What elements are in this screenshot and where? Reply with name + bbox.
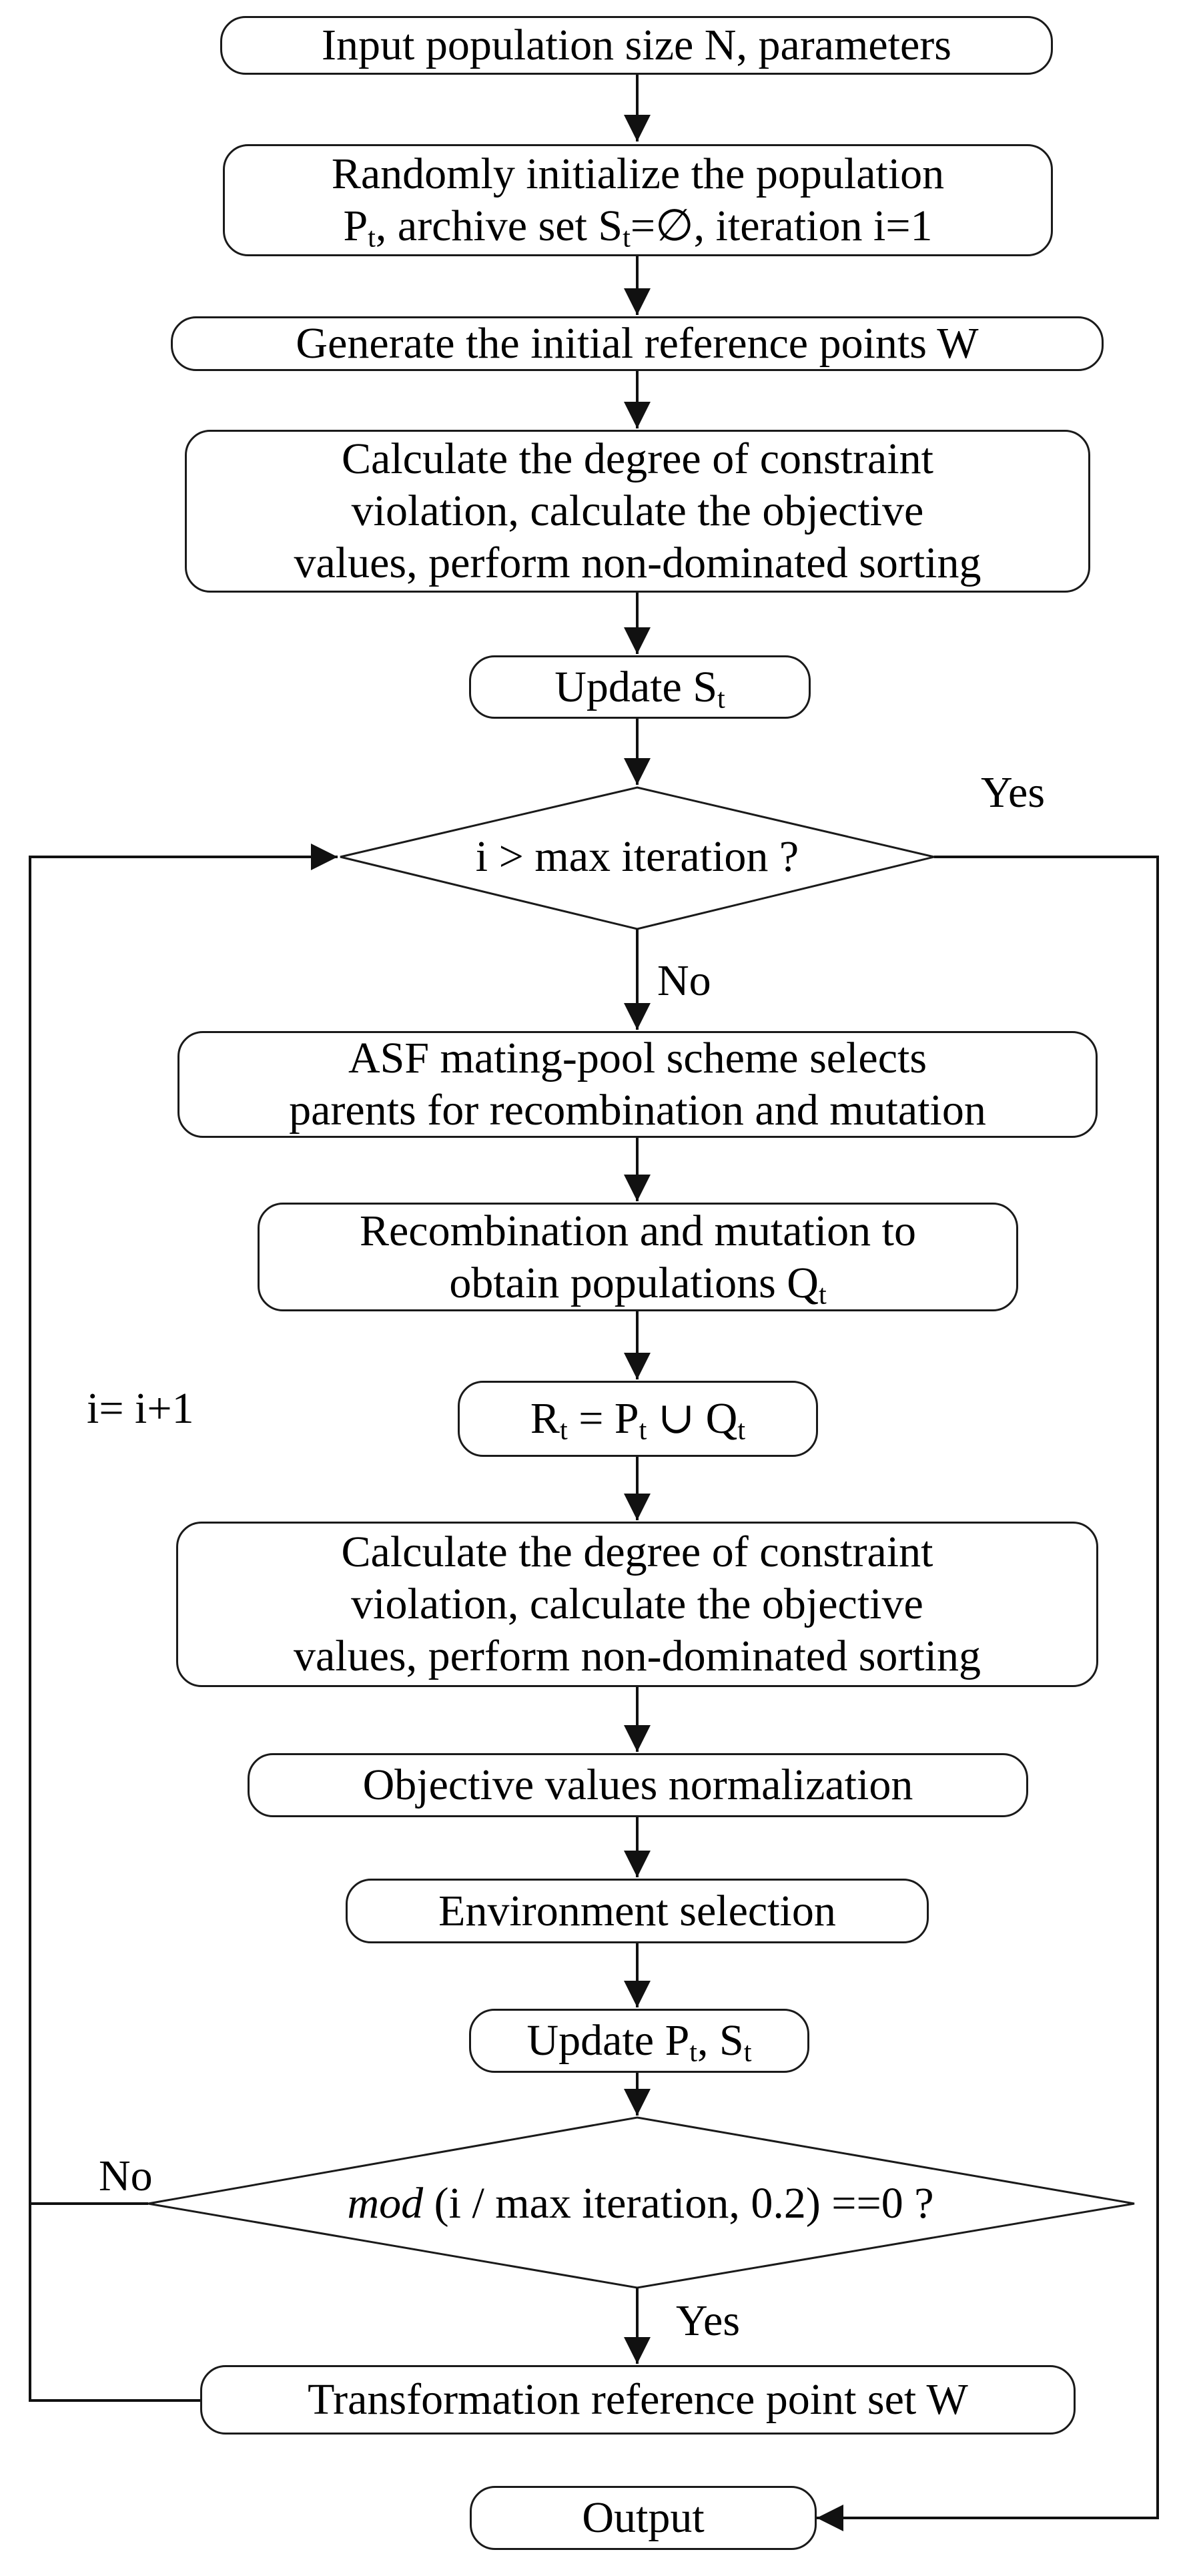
- normalize-text: Objective values normalization: [362, 1760, 913, 1810]
- label-no-2: No: [99, 2152, 153, 2200]
- cond2-text: mod (i / max iteration, 0.2) ==0 ?: [173, 2172, 1108, 2236]
- env-select-text: Environment selection: [438, 1886, 836, 1935]
- env-select-node: Environment selection: [346, 1879, 929, 1943]
- calc1-line1: Calculate the degree of constraint: [342, 434, 933, 484]
- calc2-line2: violation, calculate the objective: [351, 1580, 923, 1629]
- init-line2: Pt, archive set St=∅, iteration i=1: [343, 202, 933, 254]
- input-node: Input population size N, parameters: [220, 16, 1053, 75]
- output-node: Output: [470, 2486, 817, 2550]
- loop-back-line: [29, 844, 338, 2402]
- union-node: Rt = Pt ∪ Qt: [458, 1381, 818, 1457]
- update-ps-node: Update Pt, St: [469, 2009, 809, 2073]
- recomb-node: Recombination and mutation to obtain pop…: [258, 1203, 1018, 1311]
- init-node: Randomly initialize the population Pt, a…: [223, 144, 1053, 256]
- asf-node: ASF mating-pool scheme selects parents f…: [177, 1031, 1098, 1138]
- normalize-node: Objective values normalization: [248, 1753, 1028, 1817]
- update-ps-text: Update Pt, St: [526, 2016, 752, 2068]
- calc1-node: Calculate the degree of constraint viola…: [185, 430, 1090, 593]
- calc2-line1: Calculate the degree of constraint: [341, 1528, 933, 1577]
- gen-ref-text: Generate the initial reference points W: [296, 319, 979, 368]
- gen-ref-node: Generate the initial reference points W: [171, 316, 1104, 371]
- union-text: Rt = Pt ∪ Qt: [530, 1394, 746, 1446]
- label-yes-2: Yes: [676, 2296, 741, 2345]
- yes-to-output-line: [817, 856, 1159, 2531]
- cond2-mod: mod: [347, 2179, 424, 2228]
- label-yes-top: Yes: [981, 768, 1046, 817]
- update-s-text: Update St: [554, 662, 725, 714]
- cond1-text: i > max iteration ?: [475, 832, 799, 881]
- label-loop-increment: i= i+1: [87, 1384, 194, 1433]
- calc1-line2: violation, calculate the objective: [351, 487, 924, 536]
- init-line1: Randomly initialize the population: [331, 149, 945, 199]
- asf-line2: parents for recombination and mutation: [289, 1086, 986, 1135]
- output-text: Output: [582, 2493, 705, 2543]
- transform-text: Transformation reference point set W: [308, 2375, 968, 2425]
- update-s-node: Update St: [469, 655, 811, 719]
- input-text: Input population size N, parameters: [322, 21, 951, 70]
- label-no-1: No: [657, 956, 711, 1005]
- asf-line1: ASF mating-pool scheme selects: [348, 1034, 927, 1083]
- transform-node: Transformation reference point set W: [200, 2365, 1076, 2435]
- calc1-line3: values, perform non-dominated sorting: [294, 538, 981, 587]
- recomb-line1: Recombination and mutation to: [359, 1206, 917, 1255]
- calc2-node: Calculate the degree of constraint viola…: [176, 1522, 1098, 1687]
- recomb-line2: obtain populations Qt: [449, 1258, 827, 1310]
- cond2-rest: (i / max iteration, 0.2) ==0 ?: [423, 2179, 934, 2228]
- calc2-line3: values, perform non-dominated sorting: [293, 1631, 981, 1680]
